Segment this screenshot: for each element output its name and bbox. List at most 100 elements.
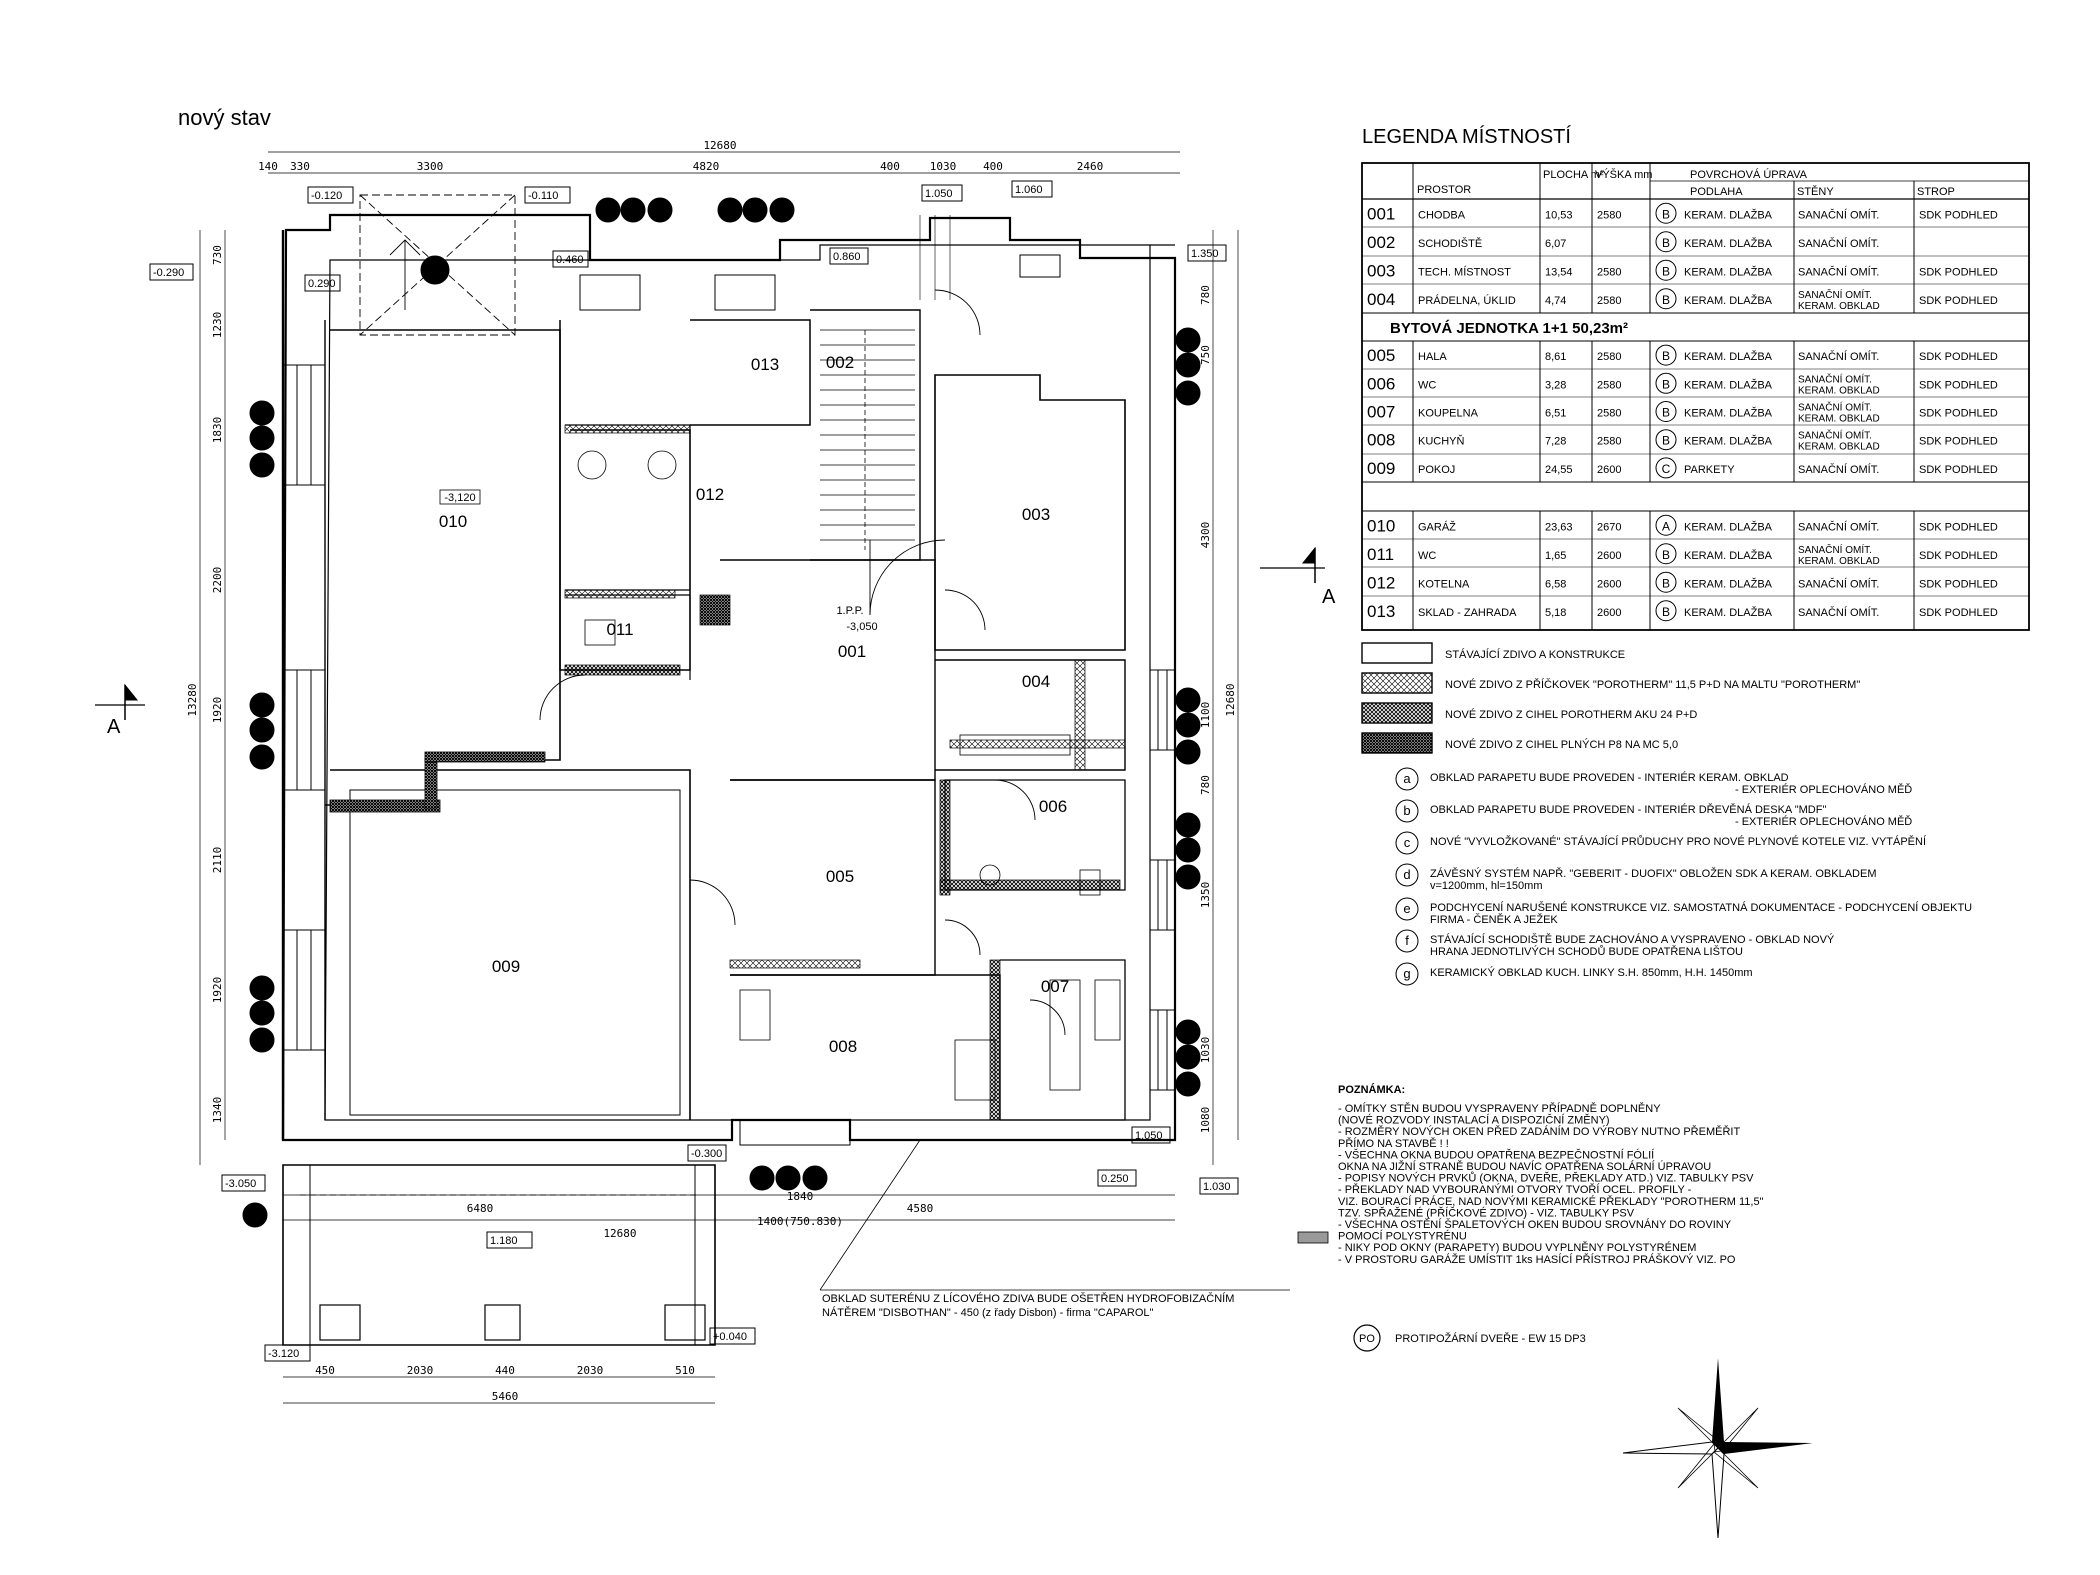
grey-swatch (1297, 1231, 1329, 1244)
room-no: 003 (1367, 261, 1395, 280)
room-area: 8,61 (1545, 351, 1566, 363)
room-013: 013 (751, 355, 779, 374)
svg-text:-3.050: -3.050 (225, 1178, 256, 1190)
window-tags (242, 197, 1201, 1228)
note-text: HRANA JEDNOTLIVÝCH SCHODŮ BUDE OPATŘENA … (1430, 945, 1743, 958)
room-ceiling: SDK PODHLED (1919, 379, 1998, 391)
room-name: WC (1418, 550, 1436, 562)
note-key: f (1405, 933, 1409, 948)
svg-text:13280: 13280 (186, 683, 199, 716)
room-walls: SANAČNÍ OMÍT. (1798, 208, 1879, 221)
note-key-circle (1395, 799, 1419, 823)
svg-text:VÝŠKA mm: VÝŠKA mm (1595, 168, 1652, 181)
plan-walls (281, 213, 1177, 1346)
poznamka-line: VIZ. BOURACÍ PRÁCE, NAD NOVÝMI KERAMICKÉ… (1338, 1195, 1764, 1208)
note-key: b (1403, 803, 1410, 818)
svg-text:2110: 2110 (211, 847, 224, 874)
svg-text:730: 730 (211, 245, 224, 265)
note-key: d (1403, 867, 1410, 882)
room-no: 001 (1367, 204, 1395, 223)
svg-text:STROP: STROP (1917, 186, 1955, 198)
room-floor: KERAM. DLAŽBA (1684, 350, 1773, 363)
svg-text:1.180: 1.180 (490, 1235, 518, 1247)
finish-code-circle (1655, 372, 1677, 394)
room-table-headers: PROSTOR PLOCHA m² VÝŠKA mm POVRCHOVÁ ÚPR… (1417, 168, 1955, 198)
svg-text:NOVÉ ZDIVO Z PŘÍČKOVEK "POROTH: NOVÉ ZDIVO Z PŘÍČKOVEK "POROTHERM" 11,5 … (1445, 678, 1860, 691)
note-text: PODCHYCENÍ NARUŠENÉ KONSTRUKCE VIZ. SAMO… (1430, 901, 1972, 914)
note-key-circle (1395, 863, 1419, 887)
callout-line-1: OBKLAD SUTERÉNU Z LÍCOVÉHO ZDIVA BUDE OŠ… (822, 1292, 1234, 1305)
room-walls: KERAM. OBKLAD (1798, 385, 1880, 396)
svg-text:STĚNY: STĚNY (1797, 185, 1834, 198)
room-ceiling: SDK PODHLED (1919, 578, 1998, 590)
finish-code: B (1662, 207, 1670, 221)
room-floor: KERAM. DLAŽBA (1684, 407, 1773, 420)
svg-text:0.290: 0.290 (308, 278, 336, 290)
room-height: 2580 (1597, 379, 1621, 391)
room-no: 013 (1367, 602, 1395, 621)
room-name: HALA (1418, 351, 1447, 363)
room-walls: KERAM. OBKLAD (1798, 414, 1880, 425)
note-key: a (1403, 771, 1411, 786)
room-area: 13,54 (1545, 266, 1573, 278)
svg-text:0.860: 0.860 (833, 251, 861, 263)
room-area: 6,58 (1545, 578, 1566, 590)
svg-text:4580: 4580 (907, 1202, 934, 1215)
svg-text:140: 140 (258, 160, 278, 173)
drawing-title: nový stav (178, 105, 271, 130)
section-a-left: A (107, 716, 121, 738)
room-name: POKOJ (1418, 464, 1455, 476)
doors (539, 289, 1066, 1036)
note-text: FIRMA - ČENĚK A JEŽEK (1430, 913, 1558, 926)
garage-shaft (359, 194, 516, 336)
finish-code: B (1662, 264, 1670, 278)
stairs (820, 215, 951, 550)
room-floor: KERAM. DLAŽBA (1684, 294, 1773, 307)
room-no: 007 (1367, 403, 1395, 422)
svg-text:2460: 2460 (1077, 160, 1104, 173)
room-height: 2600 (1597, 607, 1621, 619)
svg-text:1830: 1830 (211, 417, 224, 444)
room-height: 2580 (1597, 209, 1621, 221)
svg-text:-0.290: -0.290 (153, 267, 184, 279)
svg-text:12680: 12680 (603, 1227, 636, 1240)
room-walls: SANAČNÍ OMÍT. (1798, 288, 1872, 301)
room-no: 006 (1367, 374, 1395, 393)
room-ceiling: SDK PODHLED (1919, 295, 1998, 307)
finish-code-circle (1655, 514, 1677, 536)
poznamka-line: POMOCÍ POLYSTYRÉNU (1338, 1230, 1467, 1243)
poznamka-line: - VŠECHNA OKNA BUDOU OPATŘENA BEZPEČNOST… (1338, 1148, 1655, 1161)
svg-text:3300: 3300 (417, 160, 444, 173)
room-001: 001 (838, 642, 866, 661)
room-table (1361, 162, 2030, 631)
note-text: - EXTERIÉR OPLECHOVÁNO MĚĎ (1735, 815, 1912, 828)
room-011: 011 (606, 620, 633, 639)
room-007: 007 (1041, 977, 1069, 996)
room-walls: SANAČNÍ OMÍT. (1798, 401, 1872, 414)
room-ceiling: SDK PODHLED (1919, 464, 1998, 476)
note-text: KERAMICKÝ OBKLAD KUCH. LINKY S.H. 850mm,… (1430, 966, 1753, 979)
svg-text:1400(750.830): 1400(750.830) (757, 1215, 843, 1228)
svg-text:4820: 4820 (693, 160, 720, 173)
finish-code: B (1662, 576, 1670, 590)
room-height: 2670 (1597, 521, 1621, 533)
svg-text:1030: 1030 (930, 160, 957, 173)
poznamka-line: - NIKY POD OKNY (PARAPETY) BUDOU VYPLNĚN… (1338, 1241, 1696, 1254)
finish-code-circle (1655, 401, 1677, 422)
svg-text:PLOCHA m²: PLOCHA m² (1543, 169, 1604, 181)
svg-text:1.060: 1.060 (1015, 184, 1043, 196)
room-ceiling: SDK PODHLED (1919, 550, 1998, 562)
finish-code-circle (1655, 259, 1677, 281)
svg-text:-0.120: -0.120 (311, 190, 342, 202)
svg-text:POVRCHOVÁ ÚPRAVA: POVRCHOVÁ ÚPRAVA (1690, 168, 1808, 181)
finish-code: B (1662, 605, 1670, 619)
room-height: 2580 (1597, 436, 1621, 448)
room-walls: SANAČNÍ OMÍT. (1798, 520, 1879, 533)
poznamka-line: (NOVÉ ROZVODY INSTALACÍ A DISPOZIČNÍ ZMĚ… (1338, 1114, 1610, 1127)
poznamka-line: - VŠECHNA OSTĚNÍ ŠPALETOVÝCH OKEN BUDOU … (1338, 1218, 1732, 1231)
section-markers: A A (95, 546, 1336, 738)
finish-code-circle (1655, 571, 1677, 593)
room-floor: KERAM. DLAŽBA (1684, 549, 1773, 562)
poznamka-list: - OMÍTKY STĚN BUDOU VYSPRAVENY PŘÍPADNĚ … (1338, 1102, 1764, 1266)
